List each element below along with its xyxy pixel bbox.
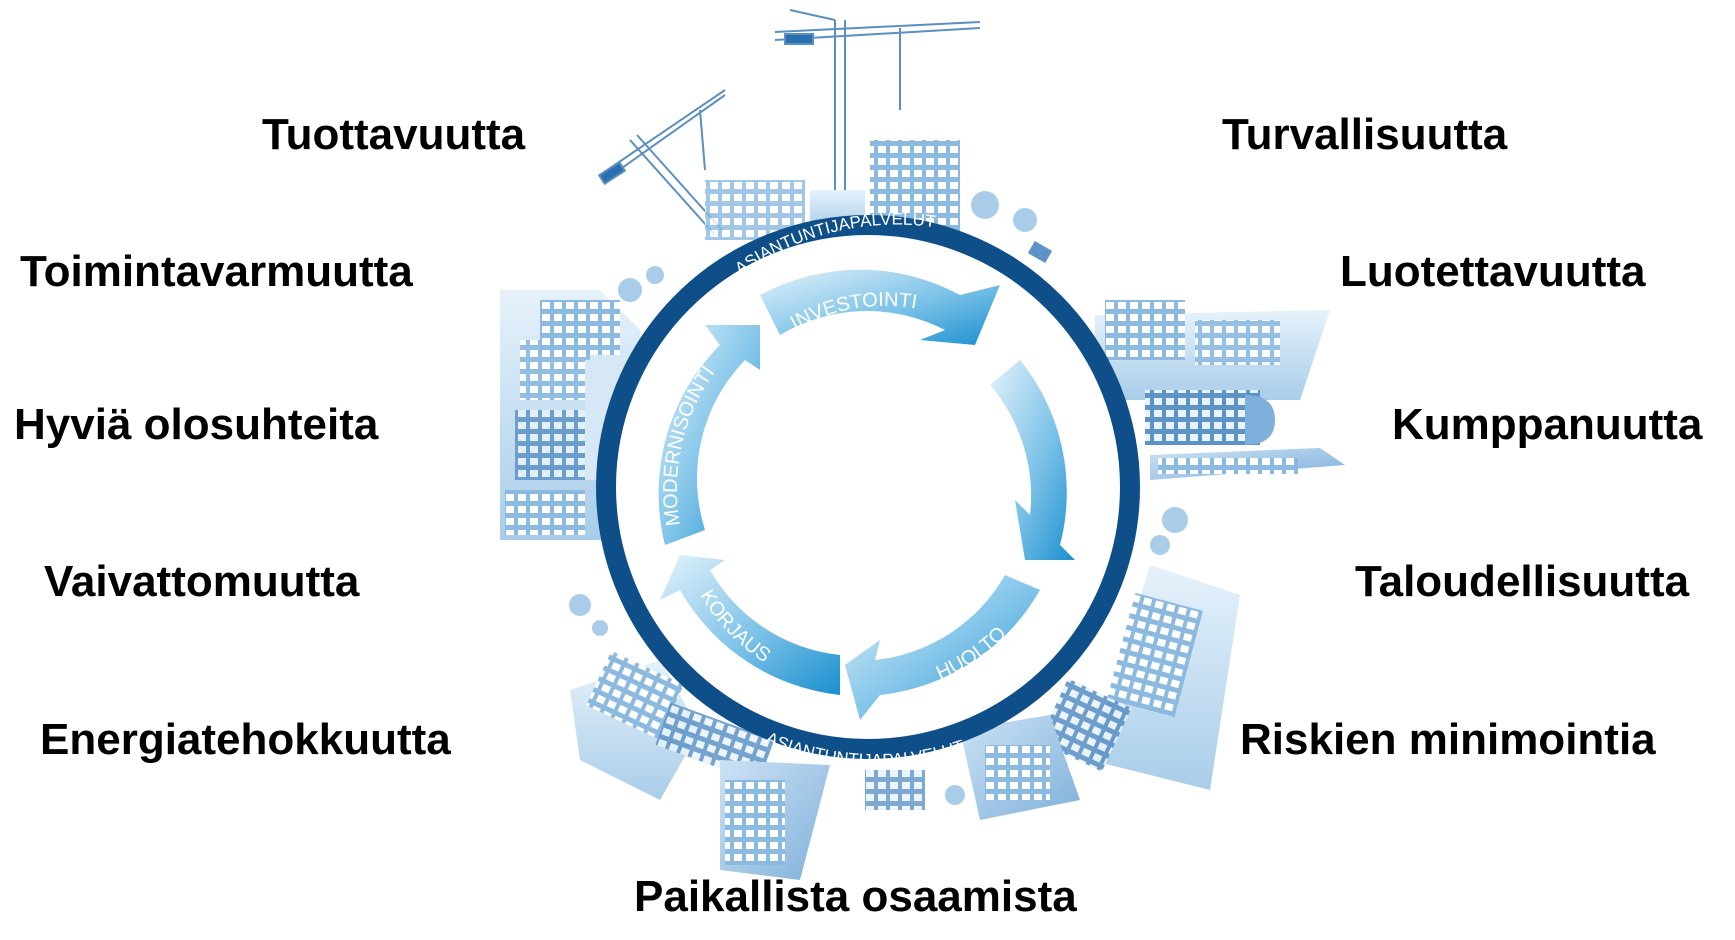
cycle-arrows <box>658 269 1075 720</box>
arrow-investointi <box>760 269 1000 345</box>
benefit-label-paikallista-osaamista: Paikallista osaamista <box>634 872 1077 921</box>
benefit-label-taloudellisuutta: Taloudellisuutta <box>1355 557 1690 606</box>
benefit-label-energiatehokkuutta: Energiatehokkuutta <box>40 715 451 764</box>
benefit-label-turvallisuutta: Turvallisuutta <box>1222 110 1508 159</box>
benefit-label-riskien-minimointia: Riskien minimointia <box>1240 715 1656 764</box>
buildings-bottom-right <box>945 565 1240 820</box>
buildings-right <box>1095 300 1345 555</box>
buildings-bottom-left <box>569 594 925 880</box>
arrow-kaytto <box>990 360 1075 560</box>
crane-illustration <box>597 9 981 236</box>
benefit-label-luotettavuutta: Luotettavuutta <box>1340 247 1646 296</box>
arrow-modernisointi <box>658 325 760 545</box>
buildings-top <box>705 140 1053 264</box>
arrow-korjaus <box>660 555 840 695</box>
arrow-huolto <box>845 575 1040 720</box>
benefit-label-kumppanuutta: Kumppanuutta <box>1392 400 1703 449</box>
benefit-label-vaivattomuutta: Vaivattomuutta <box>44 557 360 606</box>
benefit-label-toimintavarmuutta: Toimintavarmuutta <box>20 247 413 296</box>
benefit-label-tuottavuutta: Tuottavuutta <box>262 110 526 159</box>
benefit-label-hyvia-olosuhteita: Hyviä olosuhteita <box>14 400 379 449</box>
